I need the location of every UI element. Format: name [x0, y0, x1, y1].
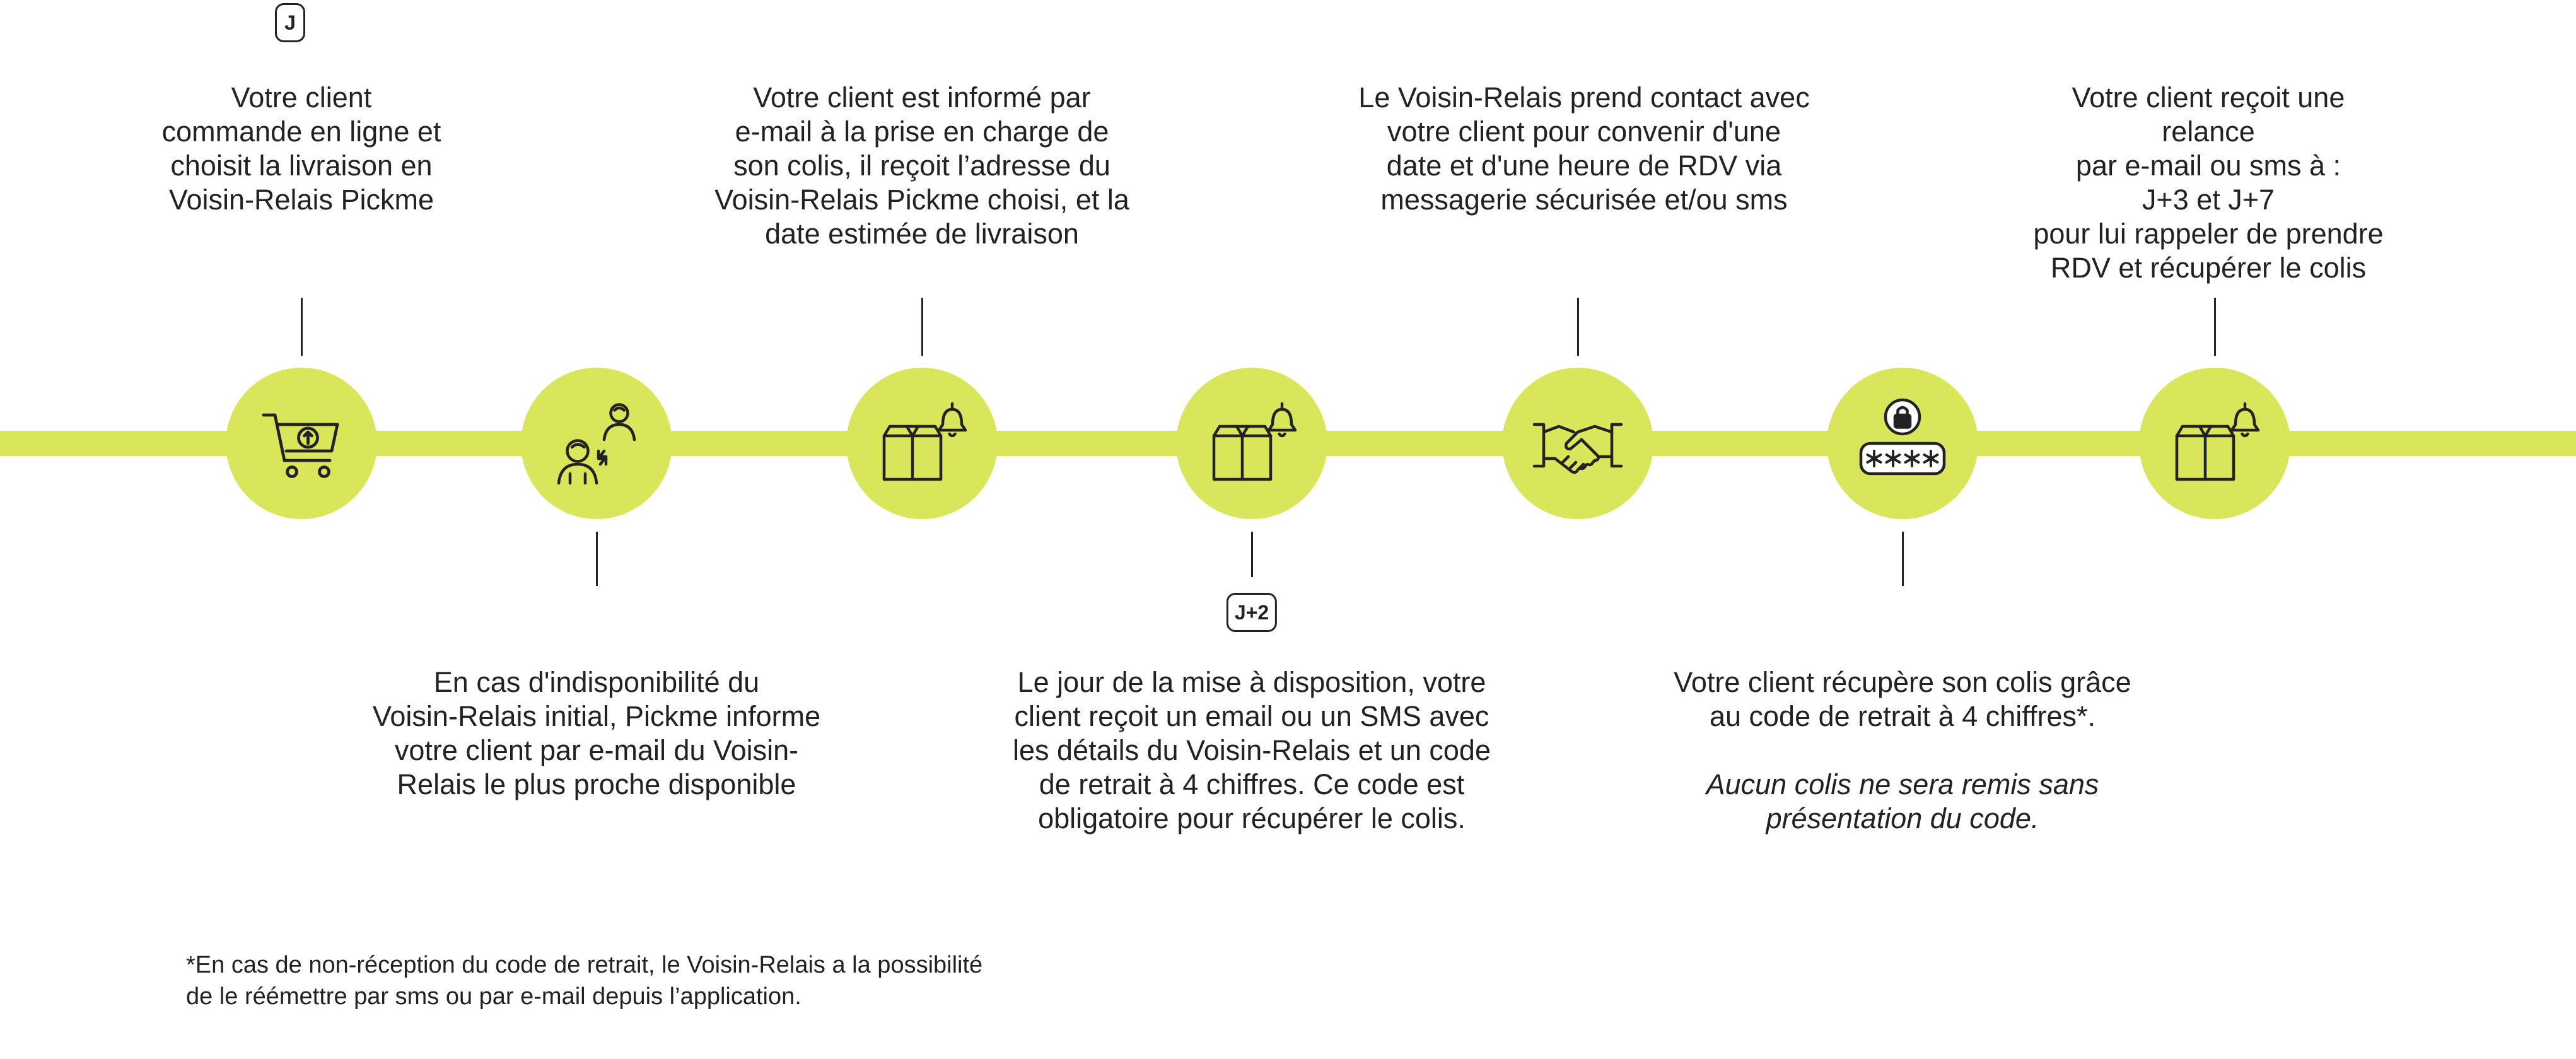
day-badge-j-plus-2: J+2: [1226, 593, 1278, 632]
step-7-node: [2139, 368, 2290, 519]
step-2-text: En cas d'indisponibilité du Voisin-Relai…: [372, 666, 821, 800]
package-notification-icon: [2175, 402, 2260, 481]
day-badge-j: J: [275, 3, 305, 42]
connector-step-2: [596, 532, 598, 586]
footnote: *En cas de non-réception du code de retr…: [186, 952, 983, 1010]
step-6-node: [1827, 368, 1978, 519]
step-6-text: Votre client récupère son colis grâce au…: [1674, 666, 2131, 732]
connector-step-1: [301, 298, 303, 356]
step-1-text: Votre client commande en ligne et choisi…: [161, 81, 441, 216]
step-3-node: [846, 368, 998, 519]
lock-code-icon: [1859, 398, 1946, 476]
package-notification-icon: [882, 402, 967, 481]
step-2-node: [521, 368, 672, 519]
package-notification-icon: [1212, 402, 1297, 481]
connector-step-3: [921, 298, 923, 356]
connector-step-7: [2214, 298, 2216, 356]
connector-step-5: [1577, 298, 1579, 356]
step-7-text: Votre client reçoit une relance par e-ma…: [2033, 81, 2384, 284]
handshake-icon: [1532, 423, 1623, 474]
step-6-note: Aucun colis ne sera remis sans présentat…: [1706, 768, 2099, 834]
step-4-node: [1176, 368, 1327, 519]
step-5-node: [1502, 368, 1653, 519]
step-1-node: [226, 368, 377, 519]
step-4-text: Le jour de la mise à disposition, votre …: [1013, 666, 1491, 834]
connector-step-4: [1251, 532, 1253, 577]
shopping-cart-icon: [262, 413, 339, 478]
connector-step-6: [1902, 532, 1904, 586]
step-5-text: Le Voisin-Relais prend contact avec votr…: [1358, 81, 1810, 216]
step-3-text: Votre client est informé par e-mail à la…: [714, 81, 1129, 250]
user-switch-icon: [557, 403, 636, 485]
